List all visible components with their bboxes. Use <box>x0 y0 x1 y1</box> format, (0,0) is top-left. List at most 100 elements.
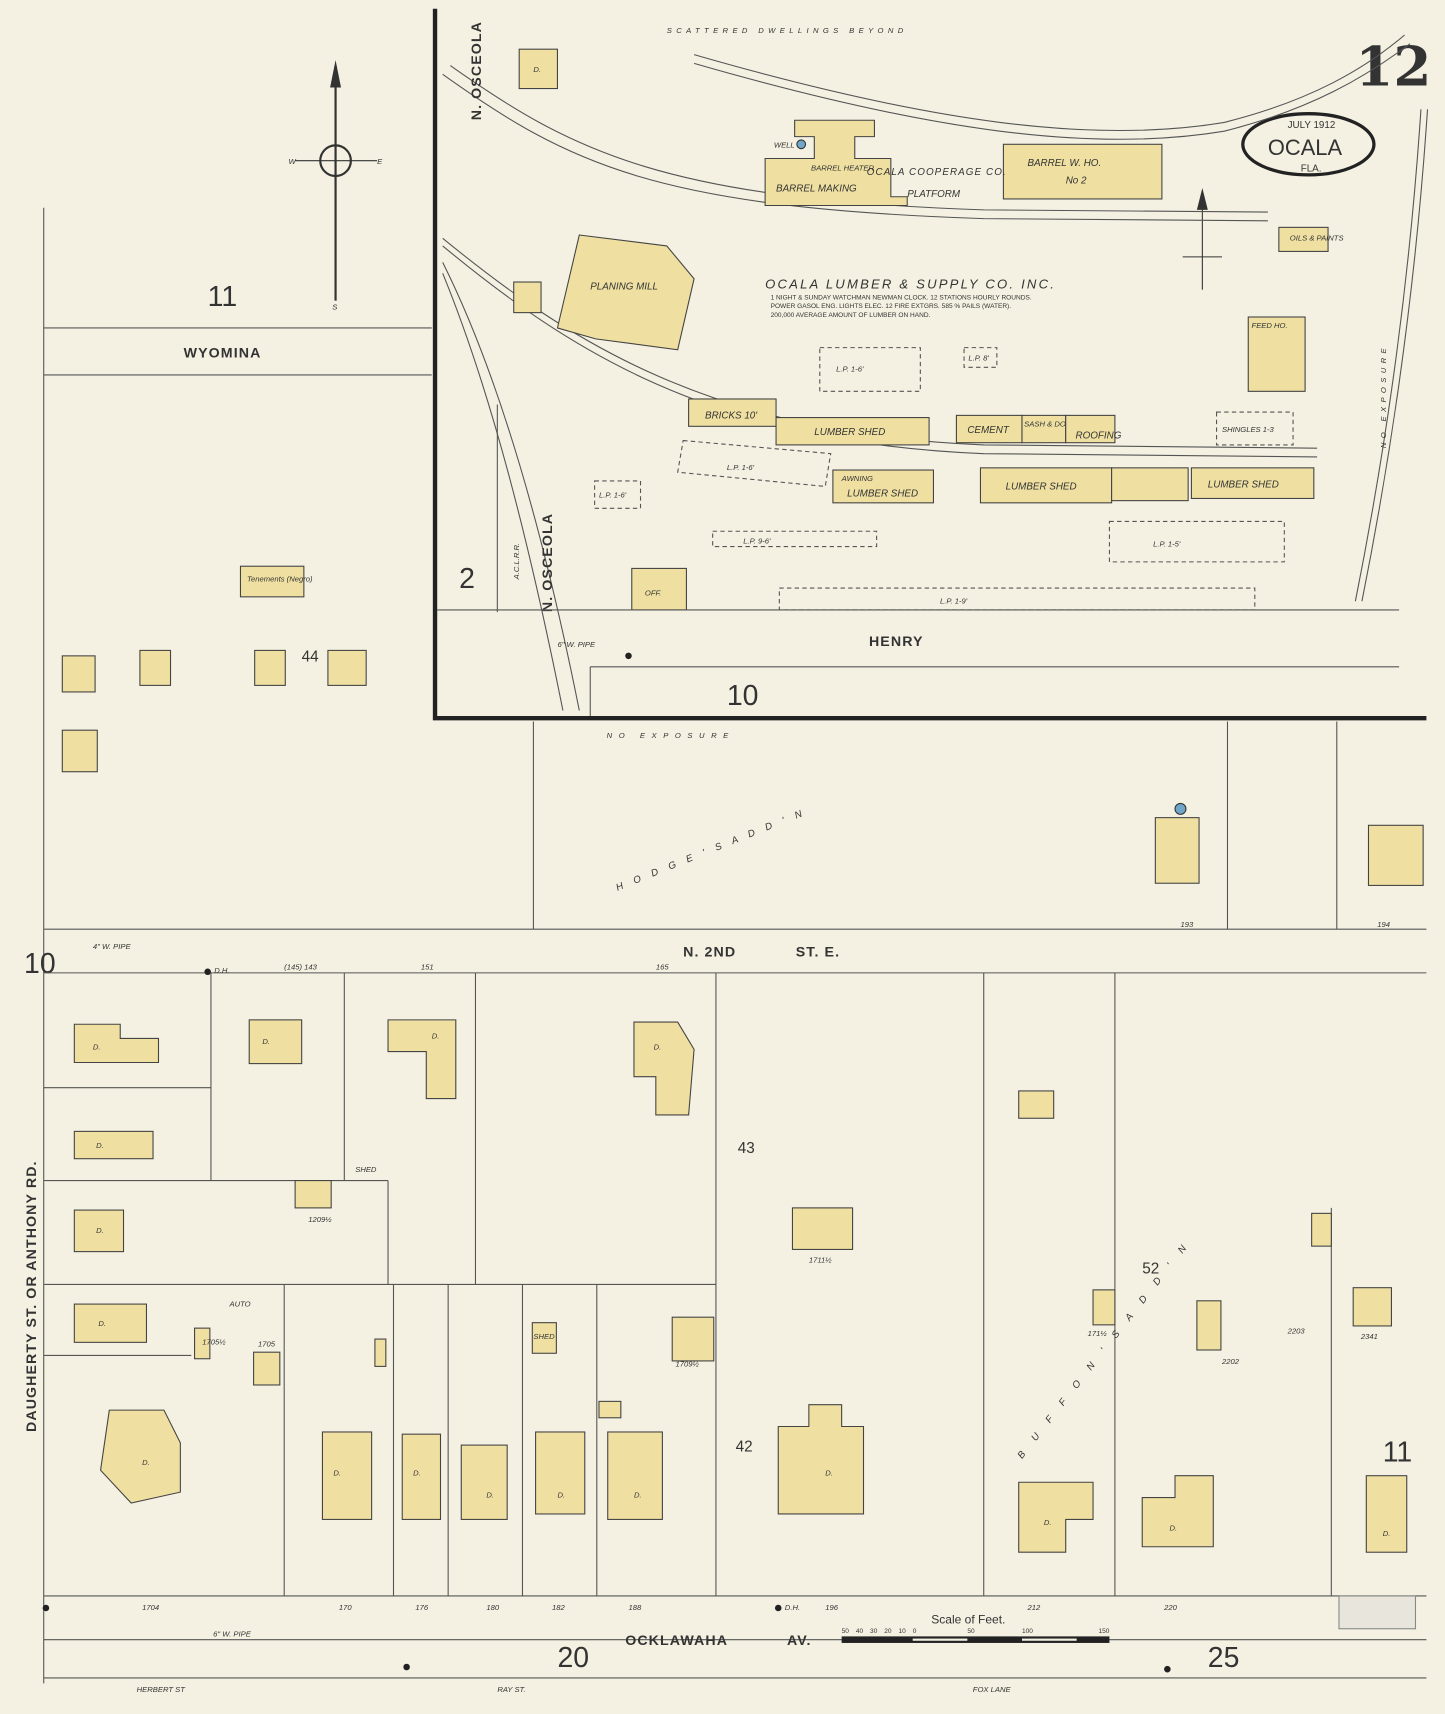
svg-text:WELL: WELL <box>774 141 795 150</box>
svg-text:E: E <box>377 157 383 166</box>
street-herbert: HERBERT ST <box>137 1685 187 1694</box>
svg-text:OCALA COOPERAGE CO.: OCALA COOPERAGE CO. <box>867 167 1007 178</box>
svg-text:D.: D. <box>96 1226 104 1235</box>
svg-text:LUMBER SHED: LUMBER SHED <box>814 427 885 438</box>
svg-text:220: 220 <box>1163 1603 1177 1612</box>
railroad-label: A.C.L.R.R. <box>512 543 521 581</box>
dwellings-block-44 <box>61 649 367 773</box>
sheet-ref-25: 25 <box>1208 1642 1240 1674</box>
svg-text:L.P. 9-6': L.P. 9-6' <box>743 536 771 545</box>
svg-text:1704: 1704 <box>142 1603 159 1612</box>
svg-text:Tenements (Negro): Tenements (Negro) <box>247 575 313 584</box>
dwellings-lower <box>73 1019 1408 1553</box>
street-n-2nd: N. 2ND <box>683 944 736 960</box>
svg-text:176: 176 <box>415 1603 428 1612</box>
svg-text:BRICKS 10': BRICKS 10' <box>705 411 758 422</box>
sheet-ref-11-right: 11 <box>1383 1436 1412 1468</box>
block-42: 42 <box>736 1439 753 1456</box>
svg-text:1711½: 1711½ <box>809 1256 832 1265</box>
svg-text:1709½: 1709½ <box>675 1359 699 1368</box>
street-n-osceola-top: N. OSCEOLA <box>469 21 485 120</box>
svg-text:171½: 171½ <box>1088 1329 1108 1338</box>
sheet-number: 12 <box>1355 34 1431 98</box>
street-ray: RAY ST. <box>497 1685 525 1694</box>
svg-text:D.: D. <box>142 1458 150 1467</box>
street-henry: HENRY <box>869 634 924 650</box>
svg-text:D.: D. <box>557 1491 565 1500</box>
svg-text:AWNING: AWNING <box>841 474 873 483</box>
svg-text:196: 196 <box>825 1603 838 1612</box>
svg-text:Scale of Feet.: Scale of Feet. <box>931 1612 1005 1626</box>
scale-tick-label: 10 <box>898 1628 906 1635</box>
svg-text:W: W <box>289 157 297 166</box>
svg-text:2341: 2341 <box>1360 1332 1378 1341</box>
svg-text:1705: 1705 <box>258 1340 276 1349</box>
svg-text:BARREL MAKING: BARREL MAKING <box>776 183 857 194</box>
street-daugherty: DAUGHERTY ST. OR ANTHONY RD. <box>24 1160 40 1432</box>
svg-text:L.P. 1-5': L.P. 1-5' <box>1153 540 1181 549</box>
library-of-congress-stamp <box>1338 1595 1417 1630</box>
svg-text:2203: 2203 <box>1287 1327 1306 1336</box>
svg-text:D.: D. <box>98 1319 106 1328</box>
street-wyomina: WYOMINA <box>184 345 262 361</box>
street-fox-lane: FOX LANE <box>973 1685 1012 1694</box>
svg-text:D.: D. <box>1044 1518 1052 1527</box>
svg-text:LUMBER SHED: LUMBER SHED <box>1208 480 1279 491</box>
svg-text:PLANING MILL: PLANING MILL <box>590 282 658 293</box>
svg-text:D.: D. <box>93 1042 101 1051</box>
svg-text:No 2: No 2 <box>1066 176 1087 187</box>
scale-tick-label: 100 <box>1022 1628 1033 1635</box>
compass-rose-icon: W E S <box>289 60 383 311</box>
scale-tick-label: 50 <box>842 1628 850 1635</box>
svg-text:4" W. PIPE: 4" W. PIPE <box>93 942 132 951</box>
svg-text:SHED: SHED <box>355 1165 377 1174</box>
svg-text:D.: D. <box>486 1491 494 1500</box>
sheet-ref-2: 2 <box>459 563 475 595</box>
street-st-e: ST. E. <box>796 944 840 960</box>
block-44: 44 <box>302 648 320 665</box>
svg-text:POWER GASOL ENG. LIGHTS ELEC.: POWER GASOL ENG. LIGHTS ELEC. 12 FIRE EX… <box>771 303 1012 310</box>
svg-text:D.H.: D.H. <box>785 1603 800 1612</box>
lot-labels: D. D. D. D. D. D. D. D. D. D. D. D. D. D… <box>93 1031 1390 1537</box>
svg-text:L.P. 1-9': L.P. 1-9' <box>940 596 968 605</box>
ocala-cooperage-co: WELL BARREL HEATER OCALA COOPERAGE CO. B… <box>764 119 1163 207</box>
block-52: 52 <box>1142 1260 1159 1277</box>
svg-text:6" W. PIPE: 6" W. PIPE <box>213 1629 252 1638</box>
ocklawaha-addresses: 1704 170 176 180 182 188 196 212 220 <box>142 1603 1177 1612</box>
svg-text:6" W. PIPE: 6" W. PIPE <box>557 640 596 649</box>
scale-tick-label: 20 <box>884 1628 892 1635</box>
svg-text:BARREL W. HO.: BARREL W. HO. <box>1027 158 1101 169</box>
svg-text:OILS & PAINTS: OILS & PAINTS <box>1290 233 1345 242</box>
sheet-ref-11-top: 11 <box>208 281 237 313</box>
svg-text:D.H.: D.H. <box>214 966 229 975</box>
svg-text:LUMBER SHED: LUMBER SHED <box>847 488 918 499</box>
svg-text:NO EXPOSURE: NO EXPOSURE <box>1379 344 1388 448</box>
svg-text:212: 212 <box>1026 1603 1040 1612</box>
svg-text:SASH & DOORS: SASH & DOORS <box>1024 419 1083 428</box>
svg-text:BARREL HEATER: BARREL HEATER <box>811 164 874 173</box>
svg-text:D.: D. <box>333 1469 341 1478</box>
svg-text:188: 188 <box>628 1603 641 1612</box>
svg-text:L.P. 1-6': L.P. 1-6' <box>599 490 627 499</box>
svg-text:D.: D. <box>1383 1529 1391 1538</box>
sheet-ref-10: 10 <box>727 680 759 712</box>
scale-tick-label: 0 <box>913 1628 917 1635</box>
street-ocklawaha: OCKLAWAHA <box>625 1633 728 1649</box>
svg-text:D.: D. <box>1170 1523 1178 1532</box>
svg-text:2202: 2202 <box>1221 1357 1240 1366</box>
svg-text:D.: D. <box>96 1141 104 1150</box>
svg-text:200,000 AVERAGE AMOUNT OF LUMB: 200,000 AVERAGE AMOUNT OF LUMBER ON HAND… <box>771 312 931 319</box>
block-43: 43 <box>738 1140 755 1157</box>
svg-text:D.: D. <box>262 1037 270 1046</box>
svg-text:194: 194 <box>1377 920 1390 929</box>
svg-text:S: S <box>332 302 338 311</box>
scale-tick-label: 50 <box>967 1628 975 1635</box>
svg-text:D.: D. <box>413 1469 421 1478</box>
svg-text:ROOFING: ROOFING <box>1076 430 1122 441</box>
inset-frame <box>432 8 1427 721</box>
scale-tick-label: 30 <box>870 1628 878 1635</box>
svg-text:FLA.: FLA. <box>1301 164 1322 175</box>
svg-text:L.P. 1-6': L.P. 1-6' <box>836 365 864 374</box>
